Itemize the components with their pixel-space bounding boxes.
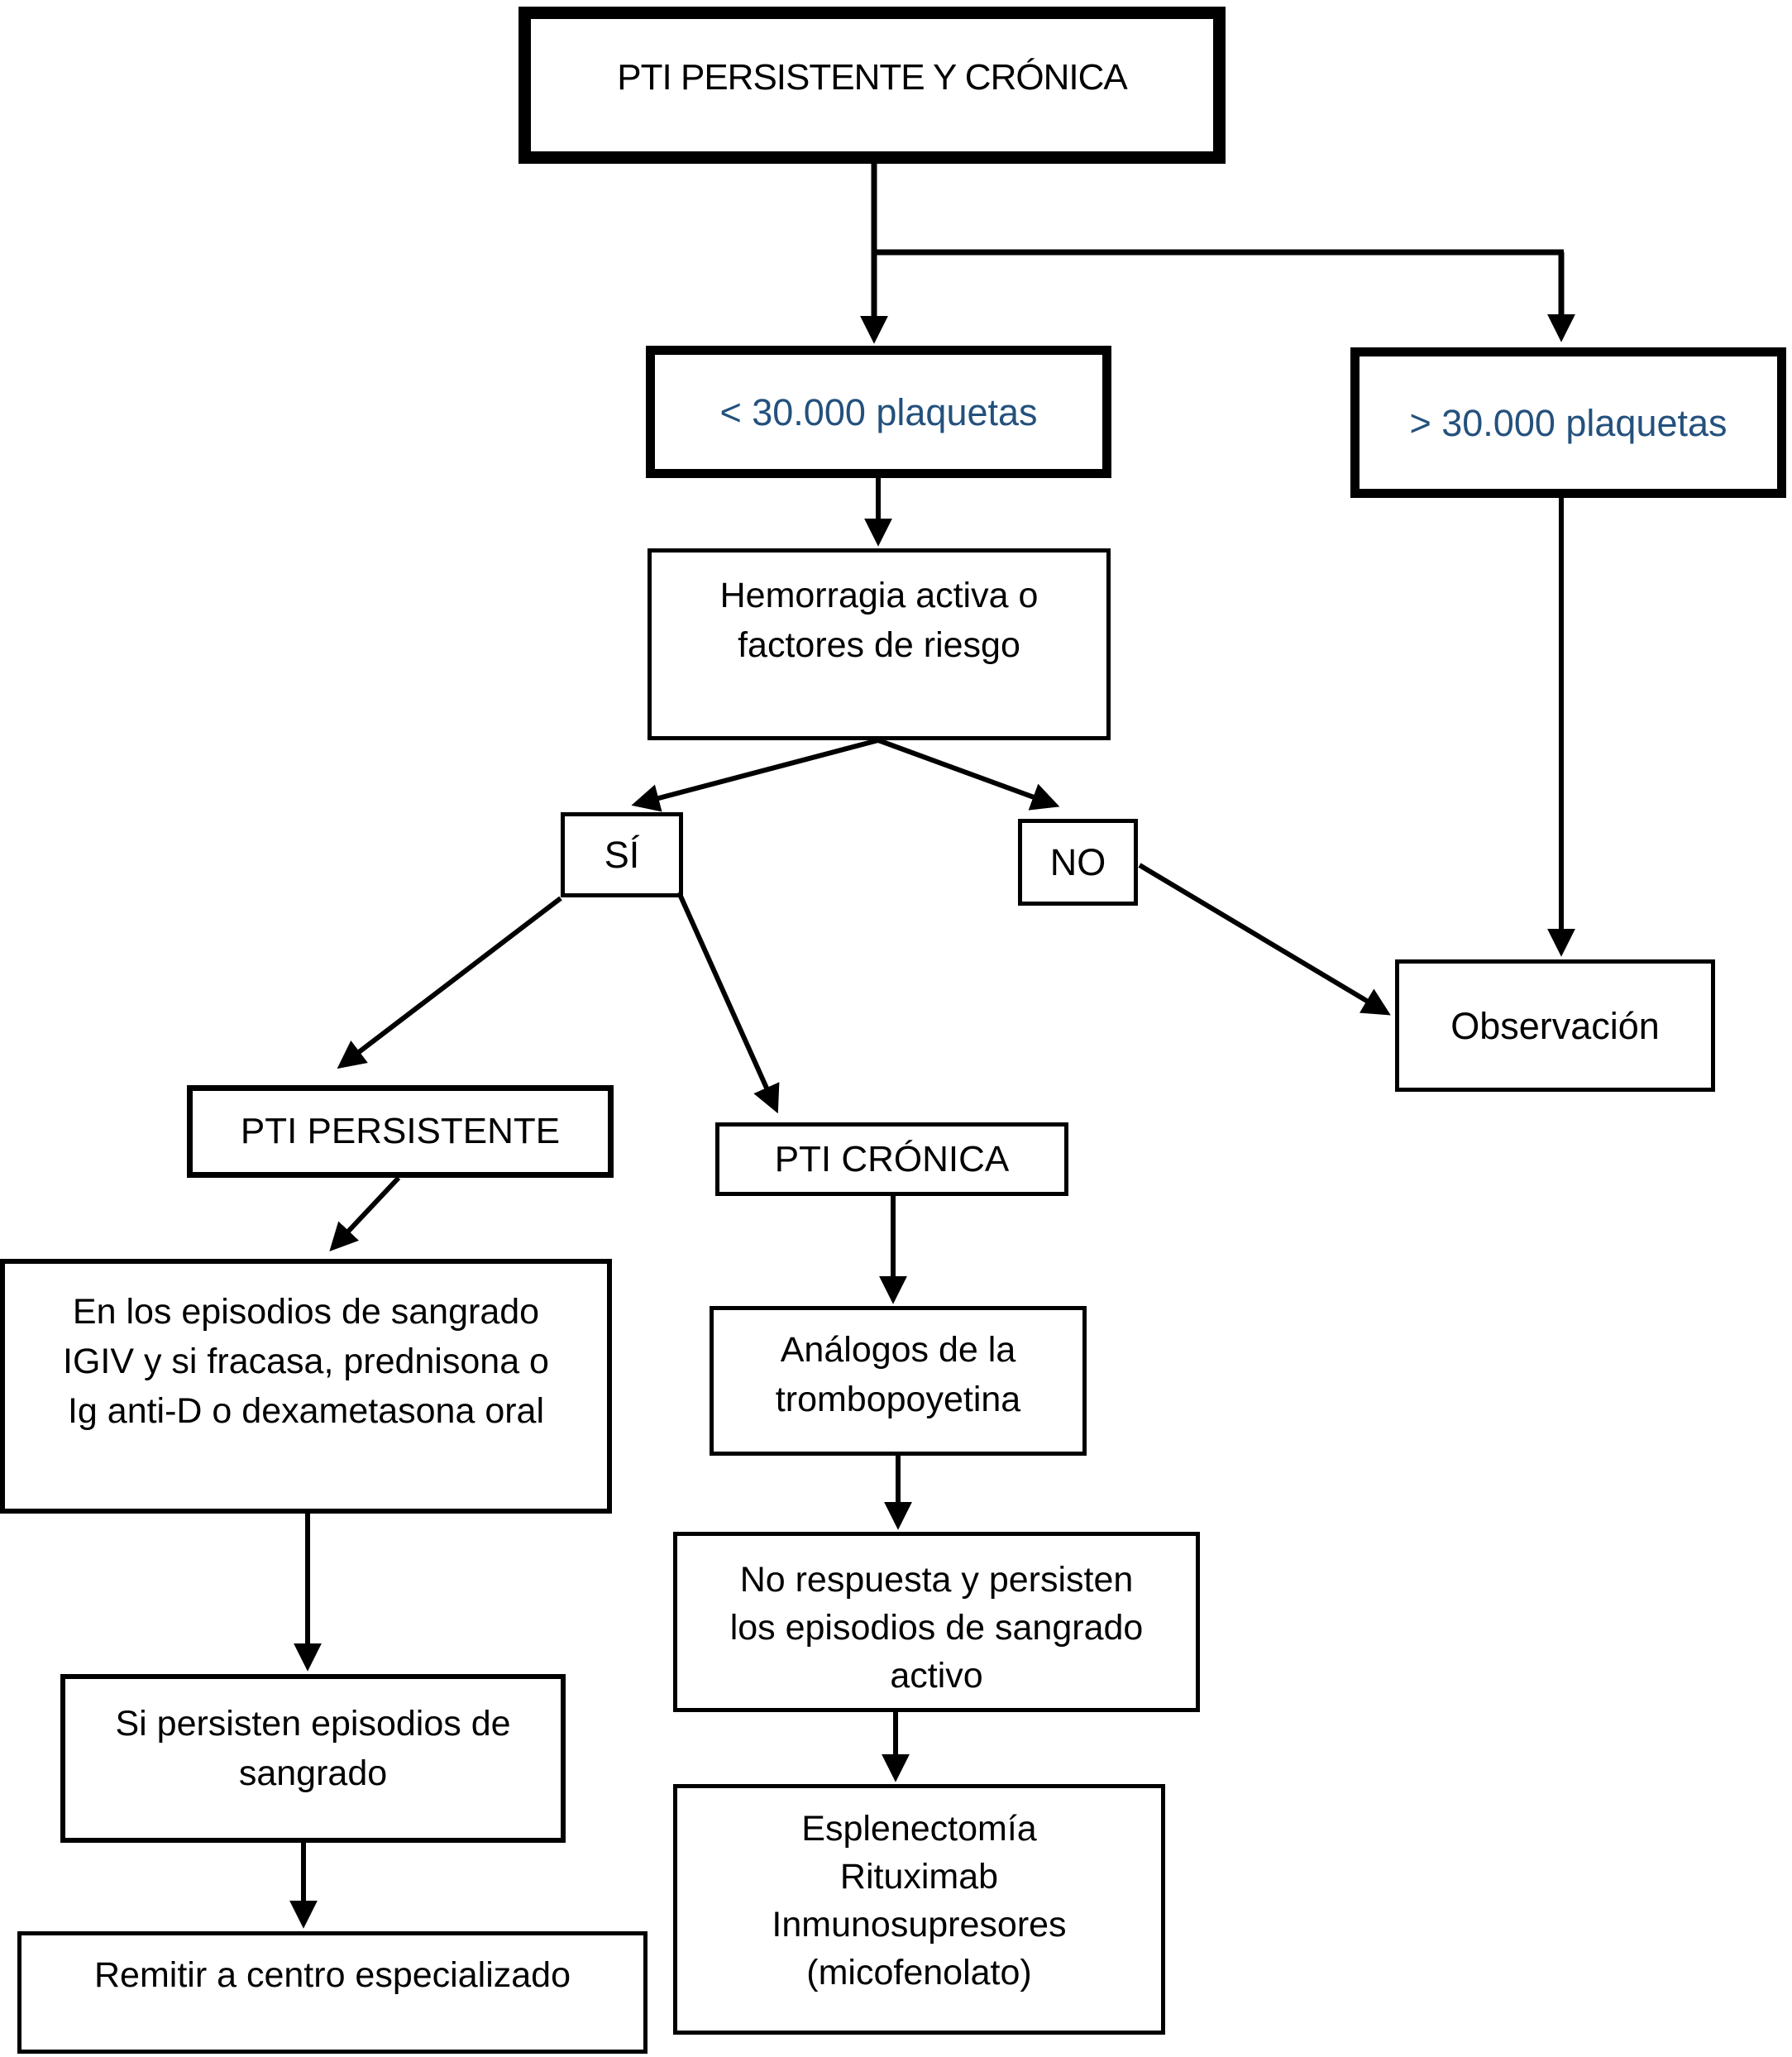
connector-no-to-observation	[1138, 863, 1391, 1016]
connector-hemorrhage-to-no	[877, 738, 1060, 811]
node-refer-specialized-center: Remitir a centro especializado	[17, 1931, 648, 2054]
node-platelets-below-30000: < 30.000 plaquetas	[646, 346, 1111, 478]
node-observation-label: Observación	[1450, 1004, 1660, 1047]
connector-yes-to-pti-persistent	[337, 896, 562, 1069]
node-platelets-above-30000: > 30.000 plaquetas	[1350, 347, 1786, 498]
node-yes: SÍ	[561, 812, 683, 897]
node-active-hemorrhage-line1: Hemorragia activa o	[719, 576, 1039, 615]
connector-hemorrhage-to-yes	[631, 738, 879, 812]
node-active-hemorrhage: Hemorragia activa o factores de riesgo	[648, 548, 1111, 740]
node-pti-persistent-label: PTI PERSISTENTE	[240, 1111, 561, 1152]
node-yes-label: SÍ	[604, 834, 640, 876]
node-bleeding-treatment-line1: En los episodios de sangrado	[72, 1292, 540, 1332]
node-no: NO	[1018, 819, 1138, 906]
node-no-response: No respuesta y persisten los episodios d…	[673, 1532, 1200, 1712]
node-platelets-above-30000-label: > 30.000 plaquetas	[1409, 401, 1727, 444]
node-tpo-analogues-line2: trombopoyetina	[775, 1380, 1021, 1420]
node-bleeding-treatment-line3: Ig anti-D o dexametasona oral	[67, 1391, 545, 1432]
node-tpo-analogues: Análogos de la trombopoyetina	[710, 1306, 1087, 1456]
node-persistent-bleeding-line1: Si persisten episodios de	[115, 1704, 511, 1744]
node-refer-specialized-center-label: Remitir a centro especializado	[94, 1955, 571, 1995]
node-pti-persistent: PTI PERSISTENTE	[187, 1085, 614, 1178]
node-persistent-bleeding: Si persisten episodios de sangrado	[60, 1674, 566, 1843]
node-pti-chronic: PTI CRÓNICA	[715, 1122, 1068, 1196]
node-platelets-below-30000-label: < 30.000 plaquetas	[719, 390, 1038, 433]
node-bleeding-treatment-line2: IGIV y si fracasa, prednisona o	[63, 1342, 549, 1382]
node-splenectomy-line4: (micofenolato)	[806, 1953, 1032, 1993]
connector-yes-to-pti-chronic	[676, 891, 780, 1114]
node-persistent-bleeding-line2: sangrado	[238, 1753, 388, 1794]
node-no-response-line1: No respuesta y persisten	[739, 1560, 1134, 1600]
node-no-label: NO	[1049, 841, 1106, 883]
node-no-response-line2: los episodios de sangrado	[729, 1608, 1144, 1648]
node-no-response-line3: activo	[890, 1656, 983, 1696]
node-active-hemorrhage-line2: factores de riesgo	[738, 625, 1020, 666]
node-splenectomy-line1: Esplenectomía	[801, 1809, 1037, 1849]
node-splenectomy-options: Esplenectomía Rituximab Inmunosupresores…	[673, 1784, 1165, 2035]
node-splenectomy-line2: Rituximab	[839, 1857, 999, 1897]
node-title: PTI PERSISTENTE Y CRÓNICA	[518, 7, 1226, 164]
node-splenectomy-line3: Inmunosupresores	[772, 1905, 1067, 1945]
node-pti-chronic-label: PTI CRÓNICA	[774, 1138, 1010, 1179]
node-title-label: PTI PERSISTENTE Y CRÓNICA	[617, 57, 1127, 98]
node-bleeding-treatment: En los episodios de sangrado IGIV y si f…	[0, 1259, 612, 1514]
node-tpo-analogues-line1: Análogos de la	[780, 1330, 1016, 1370]
connector-pti-persistent-to-bleeding-treatment	[329, 1175, 401, 1251]
node-observation: Observación	[1395, 959, 1715, 1092]
